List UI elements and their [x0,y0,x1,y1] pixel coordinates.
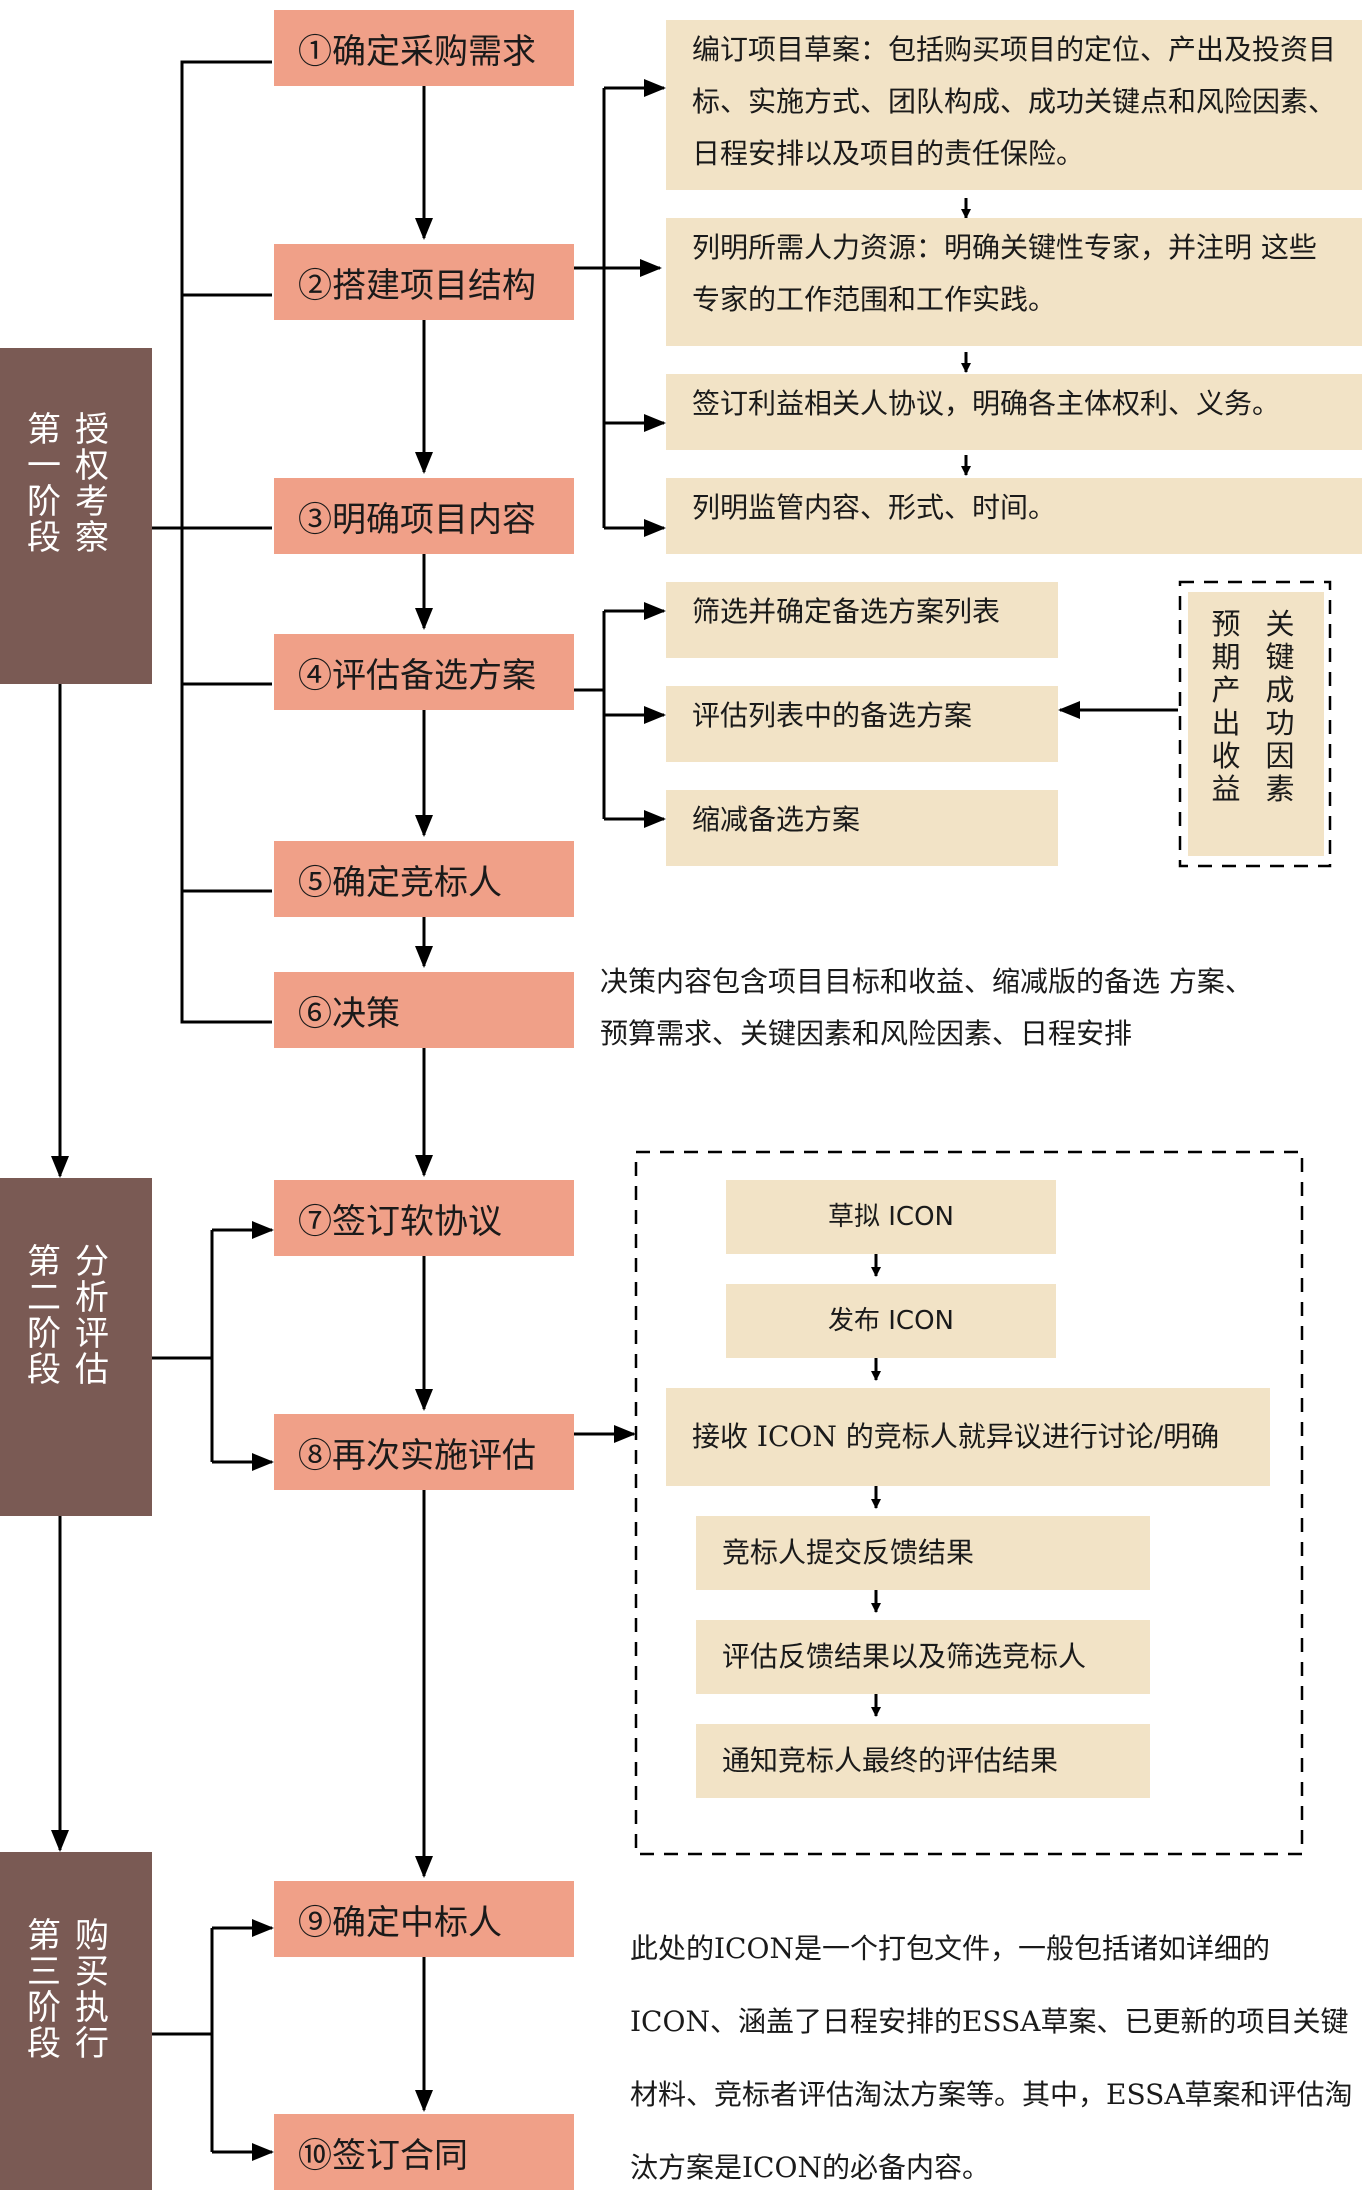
step-4: ④评估备选方案 [274,634,574,710]
factor-expected-output: 预 期 产 出 收 益 [1211,607,1241,806]
step-10: ⑩签订合同 [274,2114,574,2190]
structure-box-draft: 编订项目草案：包括购买项目的定位、产出及投资目标、实施方式、团队构成、成功关键点… [666,20,1362,190]
icon-step-publish: 发布 ICON [726,1284,1056,1358]
icon-step-discuss: 接收 ICON 的竞标人就异议进行讨论/明确 [666,1388,1270,1486]
step-7: ⑦签订软协议 [274,1180,574,1256]
stage-2-title: 分 析 评 估 [75,1242,109,1390]
factor-dashed-frame [1178,580,1332,868]
factor-key-success: 关 键 成 功 因 素 [1265,607,1295,806]
decision-note: 决策内容包含项目目标和收益、缩减版的备选 方案、预算需求、关键因素和风险因素、日… [600,965,1253,1050]
stage-1-label: 第 一 阶 段 [27,410,61,558]
icon-step-draft: 草拟 ICON [726,1180,1056,1254]
structure-box-resources: 列明所需人力资源：明确关键性专家，并注明 这些专家的工作范围和工作实践。 [666,218,1362,346]
icon-note: 此处的ICON是一个打包文件，一般包括诸如详细的ICON、涵盖了日程安排的ESS… [630,1932,1353,2184]
eval-box-assess: 评估列表中的备选方案 [666,686,1058,762]
eval-box-reduce: 缩减备选方案 [666,790,1058,866]
factor-box: 预 期 产 出 收 益 关 键 成 功 因 素 [1188,592,1324,856]
stage-3-label: 第 三 阶 段 [27,1916,61,2064]
stage-1-box: 第 一 阶 段 授 权 考 察 [0,348,152,684]
step-9: ⑨确定中标人 [274,1881,574,1957]
icon-step-notify: 通知竞标人最终的评估结果 [696,1724,1150,1798]
stage-3-box: 第 三 阶 段 购 买 执 行 [0,1852,152,2190]
step-1: ①确定采购需求 [274,10,574,86]
step-6: ⑥决策 [274,972,574,1048]
icon-step-evaluate: 评估反馈结果以及筛选竞标人 [696,1620,1150,1694]
eval-box-screen: 筛选并确定备选方案列表 [666,582,1058,658]
stage-3-title: 购 买 执 行 [75,1916,109,2064]
step-5: ⑤确定竞标人 [274,841,574,917]
structure-box-agreement: 签订利益相关人协议，明确各主体权利、义务。 [666,374,1362,450]
step-2: ②搭建项目结构 [274,244,574,320]
step-3: ③明确项目内容 [274,478,574,554]
structure-box-supervision: 列明监管内容、形式、时间。 [666,478,1362,554]
icon-step-feedback: 竞标人提交反馈结果 [696,1516,1150,1590]
stage-1-title: 授 权 考 察 [75,410,109,558]
icon-dashed-frame [634,1150,1304,1856]
step-8: ⑧再次实施评估 [274,1414,574,1490]
stage-2-label: 第 二 阶 段 [27,1242,61,1390]
stage-2-box: 第 二 阶 段 分 析 评 估 [0,1178,152,1516]
